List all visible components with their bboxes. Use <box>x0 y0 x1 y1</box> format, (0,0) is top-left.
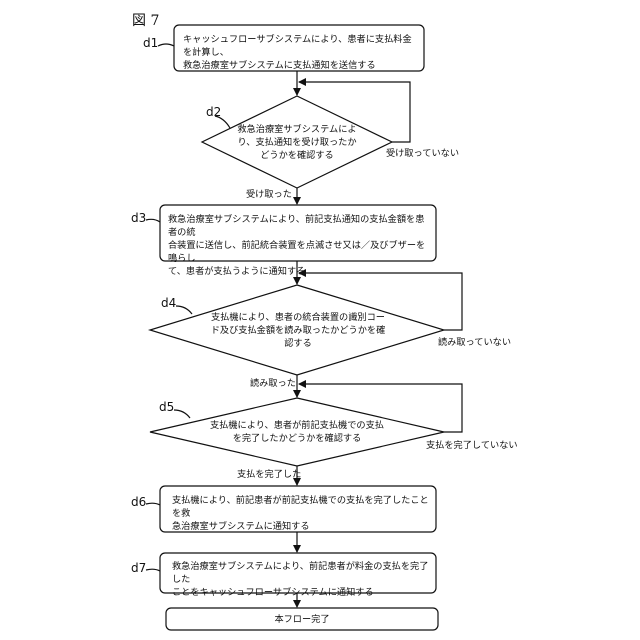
branch-d2-yes: 受け取った <box>246 186 292 200</box>
step-d6-text: 支払機により、前記患者が前記支払機での支払を完了したことを救 急治療室サブシステ… <box>172 494 434 533</box>
branch-d4-no: 読み取っていない <box>438 334 511 348</box>
step-label-d3: d3 <box>131 211 146 225</box>
step-label-d4: d4 <box>161 296 176 310</box>
step-d7-text: 救急治療室サブシステムにより、前記患者が料金の支払を完了した ことをキャッシュフ… <box>172 560 434 599</box>
step-d4-text: 支払機により、患者の統合装置の識別コー ド及び支払金額を読み取ったかどうかを確 … <box>210 311 386 350</box>
step-label-d6: d6 <box>131 495 146 509</box>
leader-d1 <box>158 44 174 46</box>
figure-title: 図 7 <box>132 10 159 30</box>
branch-d5-no: 支払を完了していない <box>426 437 518 451</box>
step-label-d5: d5 <box>159 400 174 414</box>
leader-d6 <box>146 503 160 505</box>
step-d5-text: 支払機により、患者が前記支払機での支払 を完了したかどうかを確認する <box>206 419 388 445</box>
branch-d4-yes: 読み取った <box>250 375 296 389</box>
step-label-d7: d7 <box>131 561 146 575</box>
end-text: 本フロー完了 <box>166 613 438 626</box>
branch-d5-yes: 支払を完了した <box>237 466 301 480</box>
leader-d7 <box>146 569 160 571</box>
leader-d4 <box>176 306 192 314</box>
leader-d5 <box>174 410 190 418</box>
branch-d2-no: 受け取っていない <box>386 145 459 159</box>
step-d1-text: キャッシュフローサブシステムにより、患者に支払料金を計算し、 救急治療室サブシス… <box>183 33 419 72</box>
step-d3-text: 救急治療室サブシステムにより、前記支払通知の支払金額を患者の統 合装置に送信し、… <box>168 213 432 278</box>
step-label-d1: d1 <box>143 36 158 50</box>
step-d2-text: 救急治療室サブシステムによ り、支払通知を受け取ったか どうかを確認する <box>222 123 372 162</box>
step-label-d2: d2 <box>206 105 221 119</box>
leader-d3 <box>146 219 160 222</box>
